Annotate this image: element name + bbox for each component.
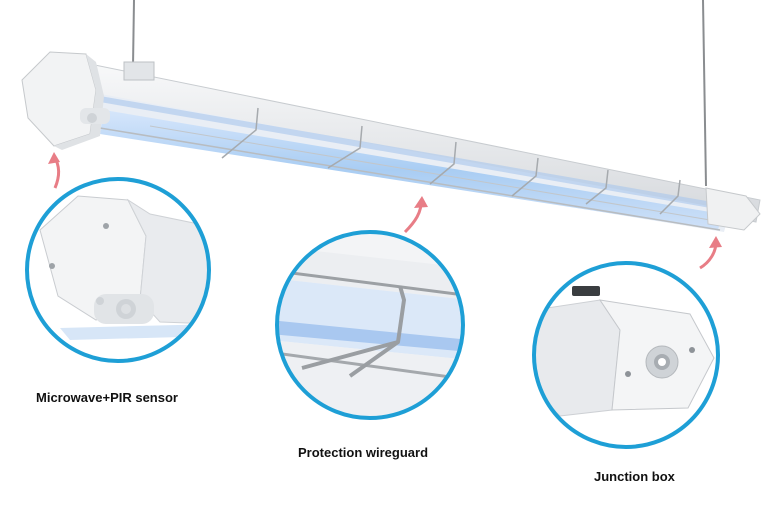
callout-junction-box-zoom [532, 261, 720, 449]
callout-label-junction-box: Junction box [594, 469, 675, 484]
callout-arrows [48, 152, 722, 270]
wireguard-rod [277, 268, 463, 298]
uv-light-fixture [21, 51, 761, 232]
sensor-end-cap [21, 51, 97, 147]
wireguard [99, 127, 721, 231]
junction-end-cap [705, 187, 761, 231]
zoom-ring [532, 261, 720, 449]
zoom-ring [275, 230, 465, 420]
callout-label-wireguard: Protection wireguard [298, 445, 429, 460]
zoom-ring [25, 177, 211, 363]
hanging-cable-left [132, 0, 135, 67]
callout-label-sensor: Microwave+PIR sensor [36, 390, 178, 405]
hanging-cable-right [702, 0, 707, 187]
callout-wireguard-zoom [275, 230, 465, 420]
callout-sensor-zoom [25, 177, 211, 363]
